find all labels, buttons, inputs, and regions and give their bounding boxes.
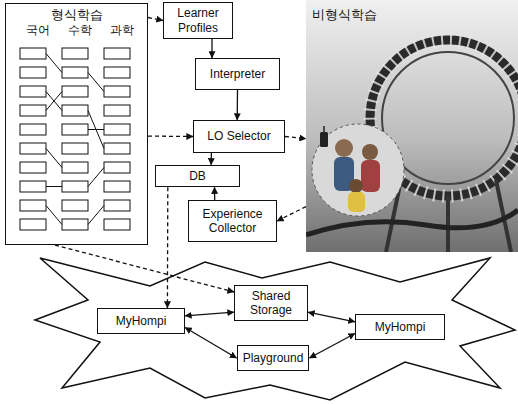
curriculum-unit [104, 105, 130, 116]
unit-link [88, 111, 104, 149]
connector-arrow [237, 90, 239, 120]
curriculum-unit [104, 48, 130, 59]
node-text: Shared Storage [238, 289, 304, 318]
jagged-outline [35, 258, 515, 400]
amusement-photo [306, 0, 518, 252]
storage-box: Shared Storage [234, 285, 308, 322]
process-box: Interpreter [195, 58, 280, 90]
homepage-box: MyHompi [355, 314, 445, 340]
curriculum-unit [104, 143, 130, 154]
curriculum-unit [20, 162, 46, 173]
curriculum-unit [62, 219, 88, 230]
curriculum-unit [104, 200, 130, 211]
node-text: MyHompi [375, 320, 426, 334]
curriculum-unit [20, 86, 46, 97]
connector-arrow [55, 245, 234, 292]
connector-arrow [148, 135, 193, 137]
curriculum-unit [62, 181, 88, 192]
connector-arrow [185, 312, 234, 316]
connector-arrow [211, 39, 212, 58]
curriculum-unit [62, 105, 88, 116]
curriculum-unit [62, 67, 88, 78]
connector-arrow [185, 328, 237, 359]
column-header: 과학 [110, 22, 134, 39]
unit-link [88, 168, 104, 187]
node-text: 비형식학습 [312, 6, 377, 24]
curriculum-grid [5, 3, 148, 245]
playground-box: Playground [237, 345, 310, 371]
unit-link [46, 206, 62, 225]
column-header: 수학 [68, 22, 92, 39]
curriculum-unit [104, 162, 130, 173]
curriculum-unit [20, 181, 46, 192]
connector-arrow [308, 312, 355, 322]
database-box: DB [155, 165, 240, 187]
roller-coaster-loop [306, 40, 518, 252]
curriculum-unit [20, 219, 46, 230]
curriculum-unit [104, 124, 130, 135]
connector-arrow [309, 334, 355, 359]
process-box: Learner Profiles [163, 2, 233, 39]
unit-link [88, 73, 104, 92]
unit-link [46, 54, 62, 73]
connector-arrow [148, 18, 163, 21]
curriculum-unit [104, 86, 130, 97]
node-text: Learner Profiles [167, 6, 229, 35]
curriculum-unit [62, 86, 88, 97]
informal-learning-photo: 비형식학습 [306, 0, 518, 252]
curriculum-unit [62, 143, 88, 154]
node-text: Experience Collector [192, 207, 273, 236]
curriculum-unit [104, 181, 130, 192]
learners-with-phone [312, 124, 404, 216]
curriculum-unit [104, 67, 130, 78]
curriculum-unit [20, 124, 46, 135]
unit-link [46, 92, 62, 111]
process-box: Experience Collector [188, 200, 277, 242]
node-text: Playground [243, 351, 304, 365]
node-text: Interpreter [210, 67, 265, 81]
process-box: LO Selector [193, 120, 285, 153]
connector-arrow [214, 187, 215, 200]
connector-arrow [210, 153, 212, 165]
node-text: LO Selector [207, 129, 270, 143]
homepage-box: MyHompi [97, 308, 185, 334]
curriculum-unit [20, 200, 46, 211]
unit-link [46, 149, 62, 168]
curriculum-unit [62, 162, 88, 173]
node-text: DB [189, 169, 206, 183]
connector-arrow [277, 207, 306, 221]
connector-arrow [167, 187, 169, 308]
curriculum-unit [62, 124, 88, 135]
column-header: 국어 [26, 22, 50, 39]
unit-link [46, 92, 62, 111]
curriculum-unit [20, 67, 46, 78]
curriculum-unit [62, 200, 88, 211]
connector-arrow [285, 137, 306, 139]
curriculum-unit [20, 48, 46, 59]
curriculum-unit [62, 48, 88, 59]
curriculum-unit [104, 219, 130, 230]
unit-link [46, 186, 62, 187]
curriculum-unit [20, 105, 46, 116]
node-text: 형식학습 [51, 6, 103, 24]
curriculum-unit [20, 143, 46, 154]
unit-link [88, 206, 104, 225]
formal-learning-group: 형식학습 [5, 3, 148, 245]
node-text: MyHompi [116, 314, 167, 328]
